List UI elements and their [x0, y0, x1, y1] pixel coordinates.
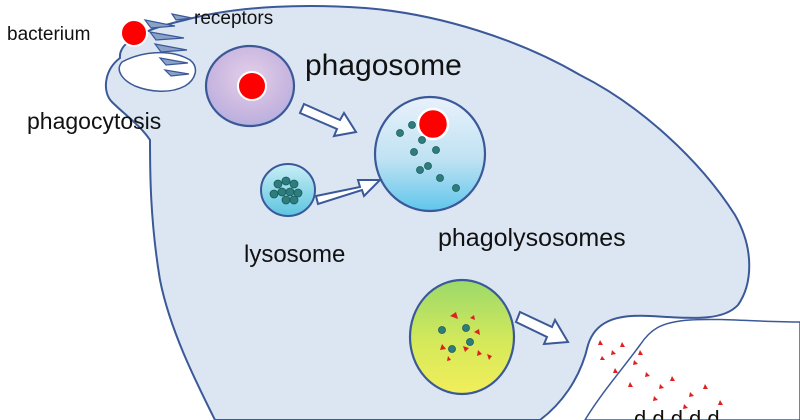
arrow-lysosome-to-phagolysosome	[314, 179, 383, 206]
label-cut-off-bottom: d d d d d	[634, 406, 720, 420]
label-phagosome: phagosome	[305, 49, 462, 82]
phagolysosome	[373, 95, 487, 213]
label-phagocytosis: phagocytosis	[27, 108, 161, 134]
label-lysosome: lysosome	[244, 241, 345, 268]
bacterium	[120, 19, 148, 47]
label-phagolysosomes: phagolysosomes	[438, 224, 626, 252]
receptors-group	[143, 13, 193, 77]
arrow-to-exocytosis	[514, 310, 570, 346]
neighbor-cell	[584, 318, 800, 420]
residual-body	[408, 278, 516, 396]
lysosome	[260, 163, 316, 217]
arrow-phagosome-to-phagolysosome	[298, 102, 358, 138]
label-bacterium: bacterium	[7, 24, 90, 45]
label-receptors: receptors	[194, 8, 273, 29]
released-debris	[598, 340, 723, 409]
phagosome	[204, 44, 296, 128]
